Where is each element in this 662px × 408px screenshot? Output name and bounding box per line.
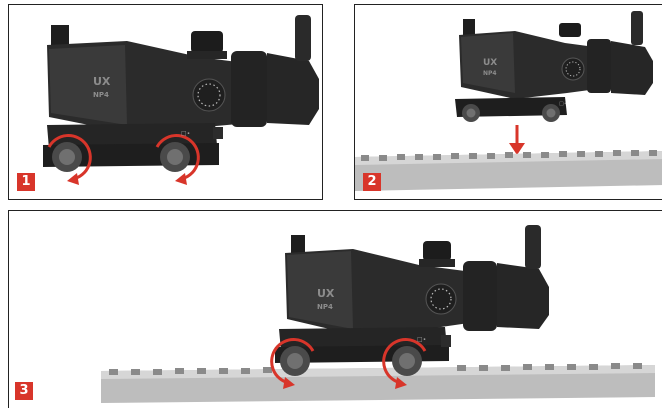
model-label: NP4 xyxy=(93,91,109,99)
brand-logo: UX xyxy=(317,287,335,300)
scope-tighten-on-rail-illustration: UX NP4 □∙ xyxy=(101,225,655,403)
model-label: NP4 xyxy=(317,303,333,311)
step-number-badge: 1 xyxy=(17,173,35,191)
step-2-panel: UX NP4 □∙ 2 xyxy=(354,4,662,200)
step-1-panel: UX NP4 □∙ 1 xyxy=(8,4,323,200)
step-number-badge: 2 xyxy=(363,173,381,191)
brand-logo: UX xyxy=(93,75,111,88)
step-3-panel: UX NP4 □∙ 3 xyxy=(8,210,662,408)
mount-id-mark: □∙ xyxy=(559,101,567,107)
mount-id-mark: □∙ xyxy=(417,336,426,343)
scope-loosen-illustration: UX NP4 □∙ xyxy=(43,15,319,185)
mount-id-mark: □∙ xyxy=(181,130,190,137)
scope-place-on-rail-illustration: UX NP4 □∙ xyxy=(355,11,662,191)
step-number-badge: 3 xyxy=(15,382,33,400)
model-label: NP4 xyxy=(483,70,497,77)
brand-logo: UX xyxy=(483,58,497,68)
